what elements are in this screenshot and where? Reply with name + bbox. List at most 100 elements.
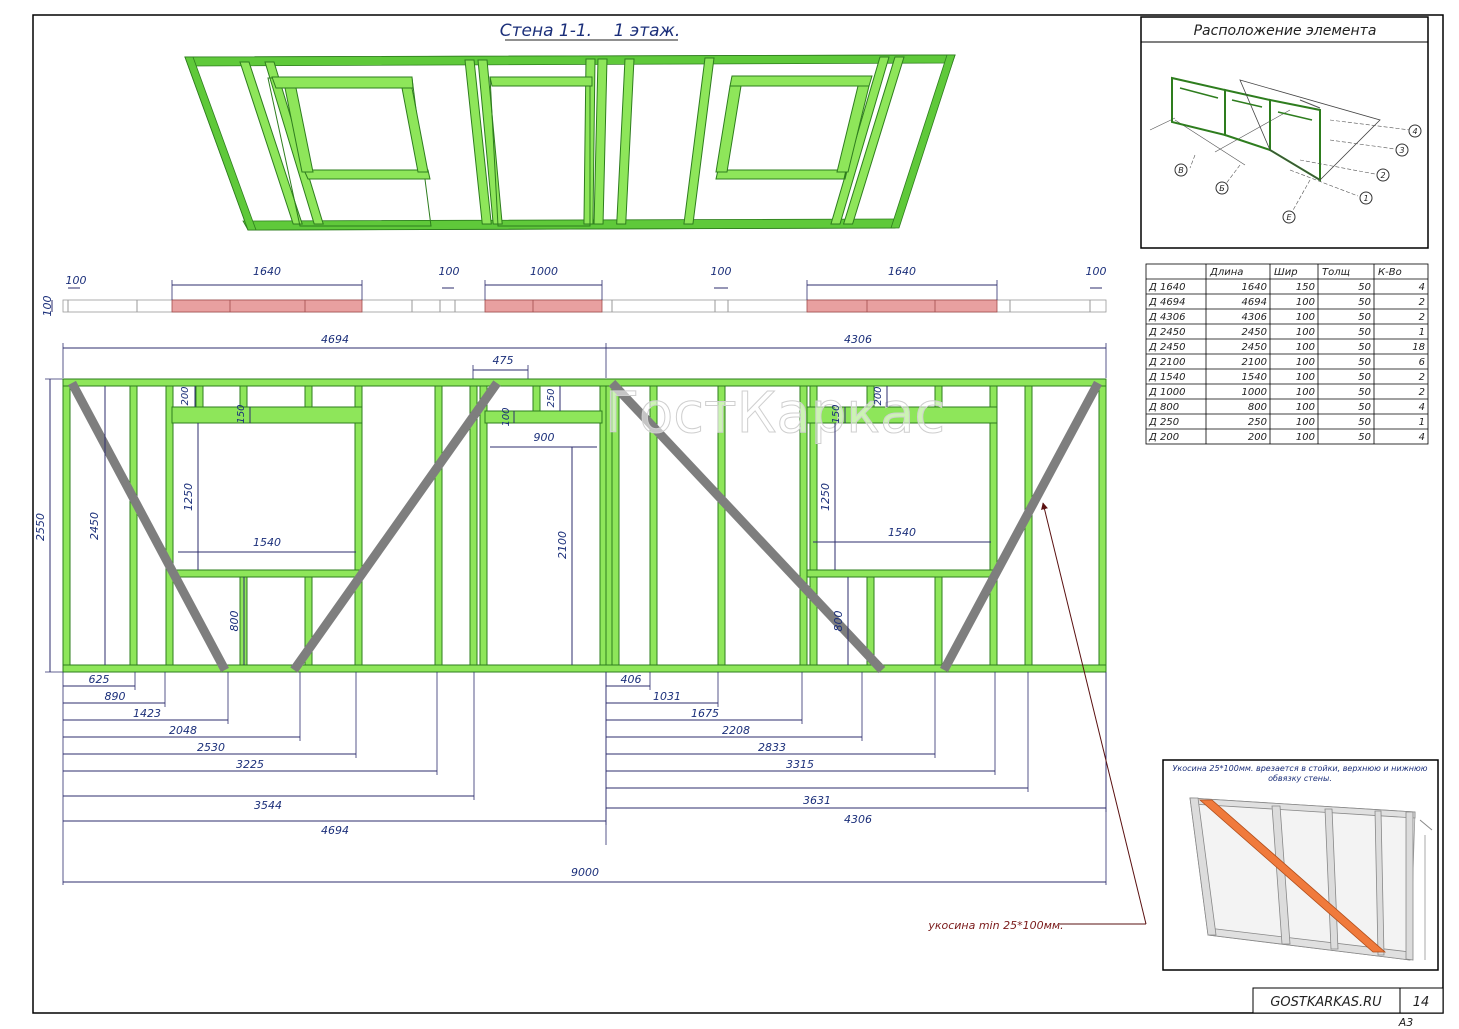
right-window-sill [806,569,998,578]
spec-cell: 1640 [1242,282,1267,293]
spec-cell: 1 [1419,417,1425,428]
dim-total-height: 2550 [34,513,47,541]
dim-rw-gap: 200 [873,386,884,405]
spec-cell: 100 [1296,387,1315,398]
spec-cell: 100 [1296,402,1315,413]
wall-elevation: ГостКаркас [62,378,1107,674]
chain-label-right: 3631 [803,794,831,807]
spec-cell: 2 [1419,297,1425,308]
stud-3d [842,56,905,225]
dim-half-left: 4694 [321,333,349,346]
location-title: Расположение элемента [1194,23,1377,39]
brace-1 [68,380,229,673]
dim-lw-height: 1250 [182,483,195,511]
spec-cell: Д 200 [1148,432,1179,443]
axis-letter-b: Б [1219,184,1225,193]
spec-cell: 50 [1358,432,1371,443]
axis-number-4: 4 [1412,127,1417,136]
stud [129,385,138,666]
wall-3d-view [184,54,956,231]
spec-header: Толщ [1322,267,1350,278]
dim-door-height: 2100 [556,531,569,559]
bottom-plate [62,664,1107,673]
spec-cell: 50 [1358,312,1371,323]
spec-cell: 50 [1358,402,1371,413]
stud-3d [464,59,492,225]
spec-cell: 2100 [1242,357,1267,368]
plank-1000 [484,299,603,313]
plan-label-100-d: 100 [1086,265,1107,278]
spec-cell: 2450 [1242,342,1267,353]
spec-cell: 2 [1419,372,1425,383]
chain-label-left: 3544 [254,799,282,812]
dim-lw-sill: 800 [228,611,241,632]
chain-label-left: 4694 [321,824,349,837]
spec-cell: Д 2100 [1148,357,1185,368]
sheet-border [32,14,1444,1014]
chain-label-left: 2048 [169,724,197,737]
internal-dimensions: 2450 200 150 1250 1540 800 100 250 900 2… [88,386,991,665]
dim-rw-height: 1250 [819,483,832,511]
watermark: ГостКаркас [605,381,945,446]
spec-cell: 4 [1419,432,1425,443]
stud-3d [583,58,596,225]
stud [799,385,808,666]
stud [989,385,998,666]
chain-label-right: 406 [621,673,642,686]
stud-3d [239,61,303,225]
top-dimensions: 4694 4306 475 2550 [34,333,1107,673]
stud [62,385,71,666]
plan-label-1640-a: 1640 [253,265,281,278]
spec-cell: 100 [1296,372,1315,383]
axis-number-3: 3 [1399,146,1404,155]
dim-overall: 9000 [571,866,599,879]
spec-cell: 100 [1296,417,1315,428]
brace-2 [290,380,501,673]
plank-1640-left [171,299,363,313]
dim-door-top: 250 [546,388,557,407]
spec-cell: 100 [1296,297,1315,308]
spec-cell: 6 [1419,357,1425,368]
chain-label-left: 2530 [197,741,225,754]
chain-label-left: 625 [89,673,110,686]
spec-cell: 100 [1296,432,1315,443]
title-block: GOSTKARKAS.RU 14 A3 [1252,987,1444,1029]
spec-cell: Д 1000 [1148,387,1185,398]
plan-label-100-c: 100 [711,265,732,278]
spec-cell: 250 [1248,417,1267,428]
spec-cell: 50 [1358,342,1371,353]
chain-dimensions: 9000 62589014232048253032253544469440610… [62,672,1107,885]
dim-door-lintel: 100 [501,407,512,426]
top-plate [62,378,1107,387]
brace-callout: укосина min 25*100мм. [927,502,1147,932]
spec-cell: Д 1540 [1148,372,1185,383]
spec-cell: 50 [1358,372,1371,383]
dim-rw-width: 1540 [888,526,916,539]
spec-cell: 2 [1419,312,1425,323]
dim-door-width: 900 [534,431,555,444]
spec-cell: 50 [1358,417,1371,428]
spec-cell: 1000 [1242,387,1267,398]
spec-cell: 100 [1296,357,1315,368]
stud [649,385,658,666]
spec-cell: 4 [1419,402,1425,413]
spec-cell: Д 4694 [1148,297,1185,308]
spec-cell: Д 250 [1148,417,1179,428]
sheet-title: Стена 1-1. 1 этаж. [500,21,681,41]
chain-label-right: 3315 [786,758,814,771]
dim-half-right: 4306 [844,333,872,346]
axis-number-2: 2 [1380,171,1385,180]
axis-letter-v: В [1178,166,1184,175]
stud [717,385,726,666]
axis-letter-e: Е [1286,213,1292,222]
stud-3d [593,58,608,225]
inset-brace [1198,799,1387,953]
location-sketch: В Б Е 4 3 2 1 [1149,76,1422,224]
spec-header: Шир [1274,267,1298,278]
spec-cell: 50 [1358,357,1371,368]
inset-caption-2: обвязку стены. [1268,774,1332,783]
chain-label-right: 2208 [722,724,750,737]
spec-cell: 50 [1358,297,1371,308]
spec-cell: 150 [1296,282,1315,293]
